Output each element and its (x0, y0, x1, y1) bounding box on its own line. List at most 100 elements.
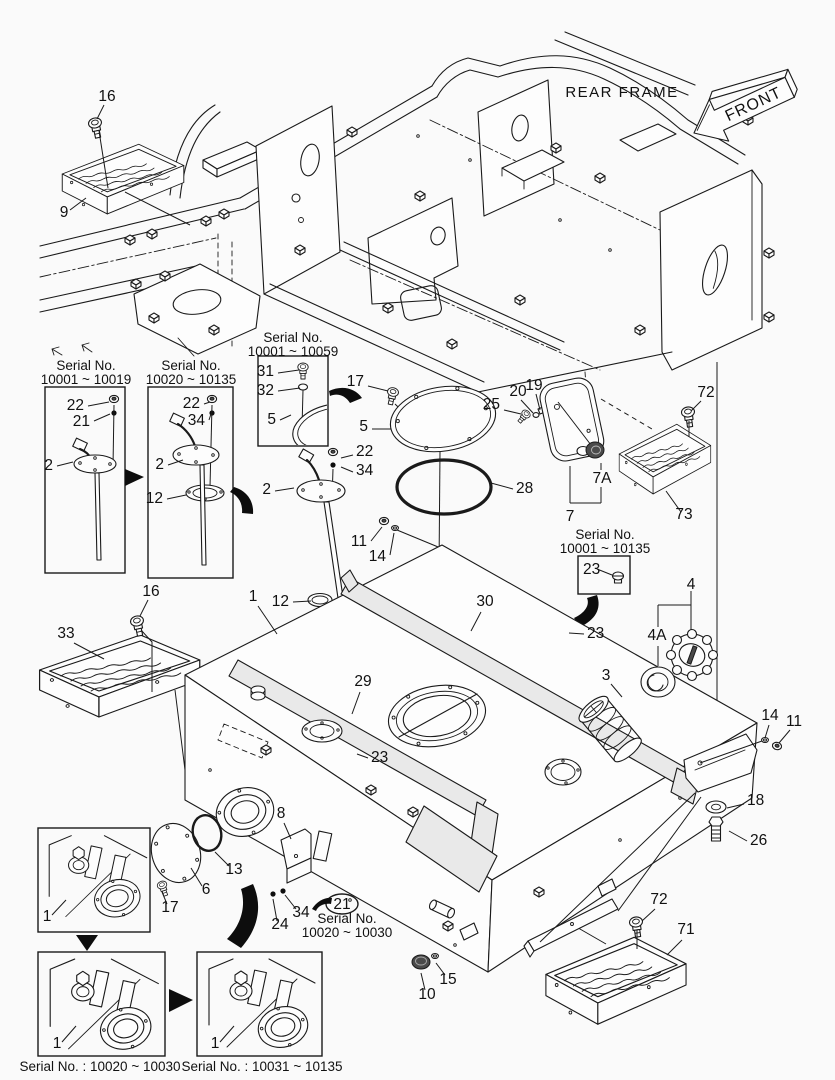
callout-leader-1 (51, 899, 67, 916)
bolt-11-top (378, 516, 390, 526)
part-callout-34: 34 (356, 462, 374, 479)
callout-leader-13 (214, 851, 230, 867)
callout-leader-24 (272, 898, 278, 922)
part-callout-21: 21 (73, 413, 90, 430)
callout-leader-17 (367, 385, 389, 392)
serial-label-line2: 10001 ~ 10135 (560, 541, 650, 556)
step-73 (618, 423, 712, 495)
part-callout-34: 34 (292, 904, 310, 921)
part-callout-18: 18 (747, 792, 764, 809)
callout-leader-1 (61, 1025, 77, 1043)
callout-leader-8 (283, 822, 292, 840)
part-callout-73: 73 (675, 506, 692, 523)
detail-box-c (196, 951, 323, 1057)
serial-label-line1: Serial No. (161, 358, 220, 373)
part-callout-6: 6 (202, 881, 211, 898)
callout-leader-11 (370, 526, 383, 542)
callout-leader-34 (284, 894, 297, 910)
callout-leader-5 (279, 414, 292, 421)
arrow-box59-to-plate (329, 387, 362, 403)
callout-leader-9 (69, 197, 87, 211)
callout-leader-22 (203, 401, 211, 405)
drain-plug-10 (411, 952, 439, 970)
part-callout-23: 23 (371, 749, 388, 766)
callout-leader-72 (690, 400, 702, 412)
part-callout-1: 1 (53, 1035, 62, 1052)
part-callout-9: 9 (60, 204, 69, 221)
part-callout-1: 1 (211, 1035, 220, 1052)
part-callout-72: 72 (697, 384, 714, 401)
part-callout-4A: 4A (648, 627, 668, 644)
callout-leader-71 (666, 939, 683, 956)
part-callout-22: 22 (356, 443, 373, 460)
part-callout-7A: 7A (593, 470, 613, 487)
callout-leader-25 (503, 409, 522, 415)
callout-leader-26 (728, 830, 748, 842)
callout-leader-2 (56, 461, 74, 467)
part-callout-2: 2 (44, 457, 53, 474)
pin-24 (270, 891, 276, 897)
part-callout-4: 4 (687, 576, 696, 593)
part-callout-28: 28 (516, 480, 533, 497)
inner-cap-4a (640, 666, 676, 698)
arrow-boxB-to-boxC (169, 989, 193, 1012)
part-callout-10: 10 (418, 986, 436, 1003)
part-callout-1: 1 (43, 908, 52, 925)
washer-18 (705, 800, 727, 814)
arrow-box1-to-box2 (125, 469, 144, 486)
part-callout-14: 14 (761, 707, 779, 724)
part-callout-16: 16 (142, 583, 159, 600)
part-callout-72: 72 (650, 891, 667, 908)
serial-label-line2: 10020 ~ 10030 (302, 925, 392, 940)
callout-leader-11 (778, 729, 791, 744)
step-mount-lines (98, 130, 690, 949)
callout-leader-19 (535, 393, 541, 411)
strainer-3 (578, 695, 642, 763)
part-callout-22: 22 (67, 397, 84, 414)
part-callout-34: 34 (188, 412, 206, 429)
cover-plate-7 (515, 377, 605, 504)
part-callout-16: 16 (98, 88, 115, 105)
part-callout-13: 13 (225, 861, 242, 878)
callout-leader-32 (277, 387, 301, 392)
callout-leader-22 (87, 401, 110, 407)
part-callout-12: 12 (146, 490, 163, 507)
callout-leader-6 (190, 867, 203, 887)
callout-leader-3 (610, 683, 623, 698)
serial-label-line2: 10001 ~ 10059 (248, 344, 338, 359)
part-callout-14: 14 (369, 548, 387, 565)
serial-box-10001-10059 (257, 355, 329, 447)
bolt-26 (708, 816, 724, 842)
rear-frame-drawing (39, 31, 775, 413)
part-callout-26: 26 (750, 832, 767, 849)
part-callout-5: 5 (267, 411, 276, 428)
serial-label-line1: Serial No. (575, 527, 634, 542)
part-callout-33: 33 (57, 625, 74, 642)
callout-leader-12 (292, 600, 312, 603)
part-callout-8: 8 (277, 805, 286, 822)
part-callout-30: 30 (476, 593, 494, 610)
part-callout-24: 24 (271, 916, 289, 933)
callout-leader-2 (167, 459, 184, 466)
callout-leader-73 (665, 490, 682, 513)
callout-leader-14 (389, 532, 395, 556)
washer-34-dot (280, 888, 286, 894)
part-callout-25: 25 (483, 396, 500, 413)
part-callout-11: 11 (786, 713, 802, 730)
callout-leader-10 (420, 972, 426, 991)
part-callout-2: 2 (155, 456, 164, 473)
serial-label-line1: Serial No. (263, 330, 322, 345)
serial-box-10001-10135 (577, 555, 631, 595)
bolt-16-top (87, 116, 106, 140)
arrow-after-box2 (230, 487, 254, 514)
arrow-21 (312, 897, 332, 911)
part-callout-31: 31 (257, 363, 274, 380)
callout-leader-23 (596, 568, 613, 576)
part-callout-5: 5 (359, 418, 368, 435)
part-callout-20: 20 (509, 383, 527, 400)
callout-leader-23 (356, 753, 369, 759)
arrow-boxA-to-boxB (76, 935, 98, 951)
part-callout-19: 19 (525, 377, 542, 394)
